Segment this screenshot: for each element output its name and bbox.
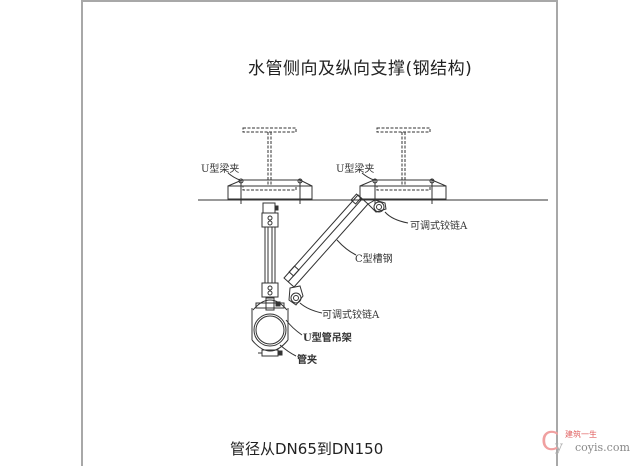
label-pipe-clamp: 管夹 <box>297 355 317 366</box>
leader-pipe-clamp <box>279 344 297 357</box>
i-beam-right <box>359 127 447 204</box>
i-beam-left <box>227 127 313 204</box>
leader-hinge-bottom <box>299 302 323 314</box>
leader-clamp-left <box>227 172 241 181</box>
watermark-brand: 建筑一生 <box>565 430 597 439</box>
leader-hinge-top <box>384 211 409 224</box>
drawing-frame-left <box>81 0 83 466</box>
label-u-beam-clamp-right: U型梁夹 <box>336 164 375 175</box>
label-u-beam-clamp-left: U型梁夹 <box>201 164 240 175</box>
drawing-frame-top <box>81 0 558 2</box>
pipe-size-note: 管径从DN65到DN150 <box>230 440 384 458</box>
pipe-assembly <box>251 297 289 357</box>
leader-clamp-right <box>361 172 375 181</box>
diagram-title: 水管侧向及纵向支撑(钢结构) <box>248 59 473 79</box>
label-hinge-bottom: 可调式铰链A <box>322 310 380 321</box>
watermark-url: coyis.com <box>575 441 630 454</box>
watermark-logo-icon: C <box>541 427 560 457</box>
label-c-channel: C型槽钢 <box>355 254 393 265</box>
leader-c-channel <box>336 239 357 256</box>
label-hinge-top: 可调式铰链A <box>410 221 468 232</box>
drawing-frame-right <box>556 0 558 466</box>
leader-u-hanger <box>285 319 303 336</box>
watermark-logo-sub: y <box>555 439 563 455</box>
vertical-hanger <box>261 202 279 298</box>
c-channel-brace <box>283 193 387 306</box>
watermark: C y 建筑一生 coyis.com <box>535 425 635 463</box>
label-u-pipe-hanger: U型管吊架 <box>303 333 352 344</box>
